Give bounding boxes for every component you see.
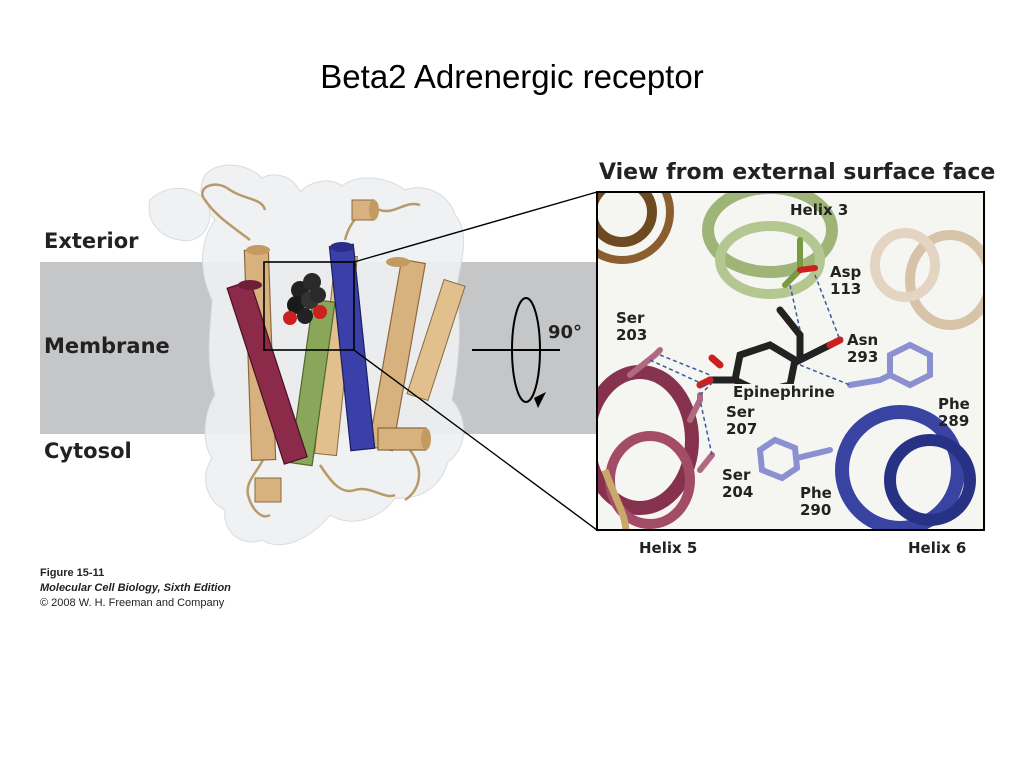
phe289-name: Phe <box>938 395 970 413</box>
rotation-label: 90° <box>548 322 583 343</box>
membrane-label: Membrane <box>44 334 170 358</box>
asn293-label: Asn 293 <box>847 332 878 366</box>
rotation-arrow-icon <box>472 297 560 408</box>
zoom-line-bottom <box>353 349 598 531</box>
copyright-line: © 2008 W. H. Freeman and Company <box>40 597 225 609</box>
helix6-label: Helix 6 <box>908 539 967 557</box>
ser203-name: Ser <box>616 309 645 327</box>
phe290-number: 290 <box>800 501 832 519</box>
slide-title: Beta2 Adrenergic receptor <box>320 58 704 95</box>
epinephrine-spacefill <box>283 273 327 325</box>
helix5-label: Helix 5 <box>639 539 698 557</box>
tan-helix-3 <box>367 257 427 452</box>
ser204-name: Ser <box>722 466 751 484</box>
helix3-label: Helix 3 <box>790 201 849 219</box>
ser207-label: Ser 207 <box>726 404 757 438</box>
green-helix <box>289 298 336 467</box>
asp-number: 113 <box>830 280 862 298</box>
helix3-ribbon <box>702 193 838 299</box>
detail-panel <box>596 191 985 531</box>
cytosol-label: Cytosol <box>44 439 132 463</box>
phe289-number: 289 <box>938 412 970 430</box>
phe289-label: Phe 289 <box>938 396 970 430</box>
ser207-name: Ser <box>726 403 755 421</box>
phe290-label: Phe 290 <box>800 485 832 519</box>
figure-number: Figure 15-11 <box>40 567 105 579</box>
exterior-label: Exterior <box>44 229 139 253</box>
asn-number: 293 <box>847 348 879 366</box>
asn-name: Asn <box>847 331 879 349</box>
hydrogen-bonds <box>649 274 851 456</box>
asp-stick <box>782 237 818 288</box>
phe-sticks <box>756 341 933 482</box>
zoom-line-top <box>353 191 598 263</box>
loops <box>201 183 421 518</box>
ser203-number: 203 <box>616 326 648 344</box>
brown-ribbon <box>598 193 674 264</box>
phe290-name: Phe <box>800 484 832 502</box>
figure-caption: Figure 15-11 Molecular Cell Biology, Six… <box>40 566 231 611</box>
ser204-label: Ser 204 <box>722 467 753 501</box>
asp-name: Asp <box>830 263 862 281</box>
tan-ribbon <box>870 228 983 330</box>
zoom-box <box>263 261 355 351</box>
helix6-ribbon <box>835 405 976 529</box>
panel-heading: View from external surface face <box>599 160 996 185</box>
blue-helix <box>328 242 376 452</box>
tan-cylinder-top <box>351 199 379 221</box>
maroon-helix <box>226 280 308 465</box>
tan-cylinder-bottom <box>254 477 282 503</box>
ser203-label: Ser 203 <box>616 310 647 344</box>
epinephrine-label: Epinephrine <box>733 383 835 401</box>
ser204-number: 204 <box>722 483 754 501</box>
ser207-number: 207 <box>726 420 758 438</box>
tan-helix-short <box>377 427 431 451</box>
book-title: Molecular Cell Biology, Sixth Edition <box>40 582 231 594</box>
asp113-label: Asp 113 <box>830 264 861 298</box>
